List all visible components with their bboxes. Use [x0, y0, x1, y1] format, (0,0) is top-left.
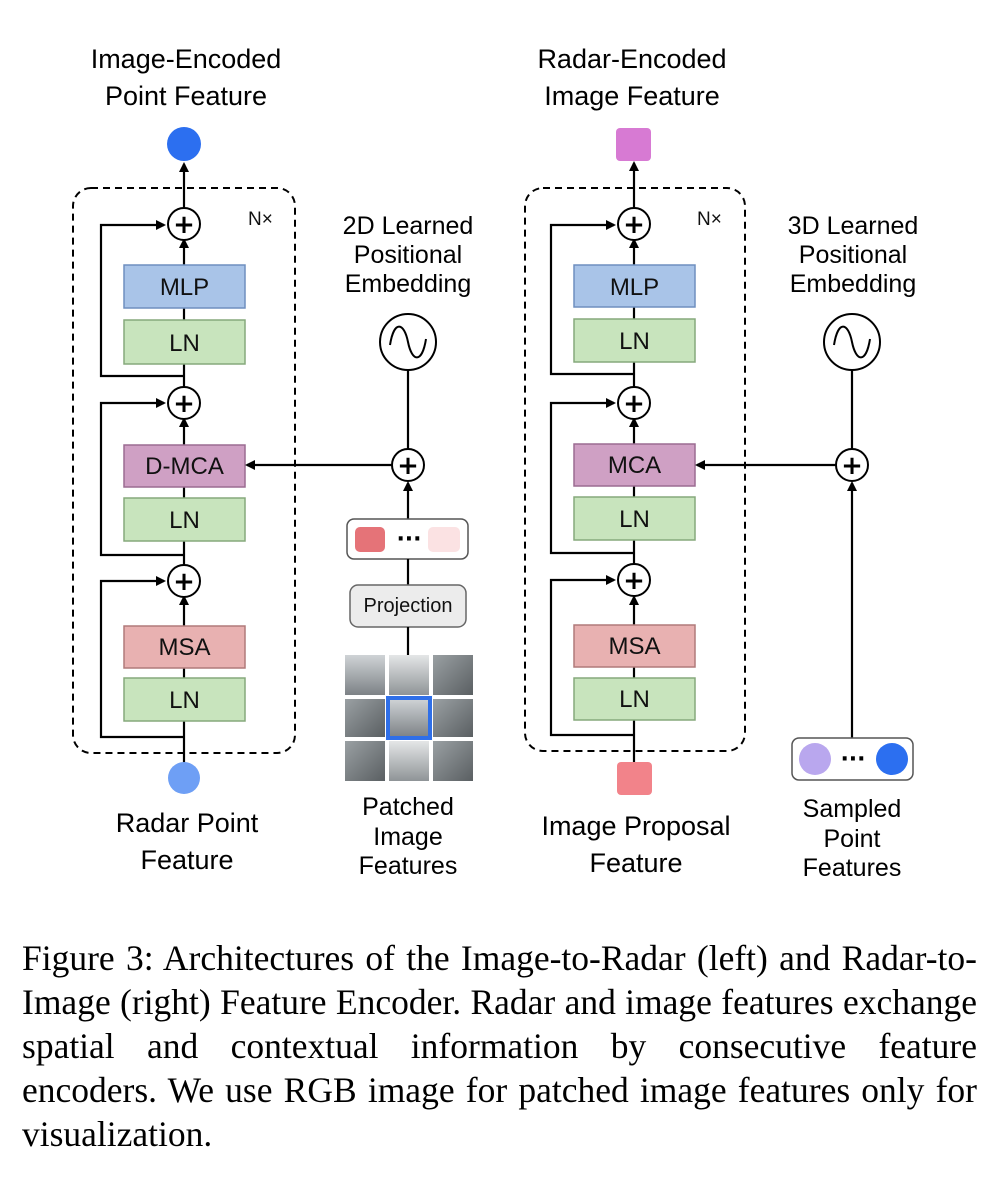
output-label-line1: Radar-Encoded — [537, 44, 726, 74]
msa-block-label: MSA — [608, 633, 660, 660]
encoded-image-feature-marker — [616, 128, 651, 161]
point-token — [799, 743, 831, 775]
layernorm-block-top — [123, 319, 246, 365]
layernorm-label-mid: LN — [619, 506, 650, 533]
plus-sign: + — [623, 566, 645, 596]
image-token — [355, 527, 385, 552]
layernorm-block-bottom — [123, 677, 246, 722]
plus-sign: + — [623, 389, 645, 419]
mlp-block — [123, 264, 246, 309]
encoded-point-feature-marker — [167, 127, 201, 161]
patch-label-line3: Features — [359, 852, 458, 880]
image-token — [428, 527, 460, 552]
self-attention-block — [573, 624, 696, 668]
architecture-diagram: Image-Encoded Point Feature N× MLP LN D-… — [72, 44, 919, 882]
self-attention-block — [123, 625, 246, 669]
projection-label: Projection — [364, 595, 453, 617]
input-label-line1: Radar Point — [116, 808, 259, 838]
pos-embed-label-line1: 2D Learned — [343, 212, 474, 240]
figure-caption: Figure 3: Architectures of the Image-to-… — [22, 938, 977, 1154]
pos-embed-label-line2: Positional — [799, 241, 907, 269]
layernorm-block-bottom — [573, 677, 696, 721]
attention-block-label: MCA — [608, 452, 661, 479]
encoder-stack-frame — [524, 187, 746, 752]
plus-sign: + — [173, 210, 195, 240]
input-label-line2: Feature — [140, 845, 233, 875]
repeat-count: N× — [248, 209, 273, 230]
layernorm-label-bottom: LN — [619, 686, 650, 713]
output-label-line2: Image Feature — [544, 81, 720, 111]
plus-sign: + — [841, 451, 863, 481]
attention-block-label: D-MCA — [145, 453, 224, 480]
layernorm-block-mid — [573, 496, 696, 541]
patch-label-line2: Image — [373, 823, 442, 851]
sampled-label-line2: Point — [824, 825, 881, 853]
pos-embed-label-line2: Positional — [354, 241, 462, 269]
residual-add-mid — [617, 386, 651, 420]
mlp-block — [573, 264, 696, 308]
residual-add-top — [167, 207, 201, 241]
pos-embed-label-line1: 3D Learned — [788, 212, 919, 240]
input-label-line2: Feature — [589, 848, 682, 878]
mlp-block-label: MLP — [160, 274, 209, 301]
layernorm-block-top — [573, 318, 696, 363]
pos-embed-label-line3: Embedding — [345, 270, 471, 298]
image-to-radar-encoder: Image-Encoded Point Feature N× MLP LN D-… — [72, 44, 474, 880]
repeat-count: N× — [697, 209, 722, 230]
image-proposal-feature-marker — [617, 762, 652, 795]
msa-block-label: MSA — [158, 634, 210, 661]
plus-sign: + — [397, 451, 419, 481]
layernorm-label-bottom: LN — [169, 687, 200, 714]
token-ellipsis: ··· — [396, 527, 421, 552]
output-label-line2: Point Feature — [105, 81, 267, 111]
pos-embed-label-line3: Embedding — [790, 270, 916, 298]
layernorm-block-mid — [123, 497, 246, 542]
deformable-cross-attention-block — [123, 444, 246, 488]
layernorm-label-top: LN — [169, 330, 200, 357]
mlp-block-label: MLP — [610, 274, 659, 301]
layernorm-label-top: LN — [619, 328, 650, 355]
plus-sign: + — [173, 389, 195, 419]
highlighted-patch — [386, 696, 432, 740]
residual-add-bottom — [167, 564, 201, 598]
sampled-label-line1: Sampled — [803, 795, 902, 823]
patch-label-line1: Patched — [362, 793, 454, 821]
output-label-line1: Image-Encoded — [91, 44, 282, 74]
point-token — [876, 743, 908, 775]
residual-add-mid — [167, 386, 201, 420]
residual-add-bottom — [617, 563, 651, 597]
input-label-line1: Image Proposal — [541, 811, 730, 841]
patched-image-grid — [345, 655, 473, 781]
radar-to-image-encoder: Radar-Encoded Image Feature N× MLP LN MC… — [524, 44, 919, 882]
layernorm-label-mid: LN — [169, 507, 200, 534]
plus-sign: + — [173, 567, 195, 597]
residual-add-top — [617, 207, 651, 241]
token-ellipsis: ··· — [840, 747, 865, 772]
plus-sign: + — [623, 210, 645, 240]
radar-point-feature-marker — [168, 762, 200, 794]
sampled-label-line3: Features — [803, 854, 902, 882]
